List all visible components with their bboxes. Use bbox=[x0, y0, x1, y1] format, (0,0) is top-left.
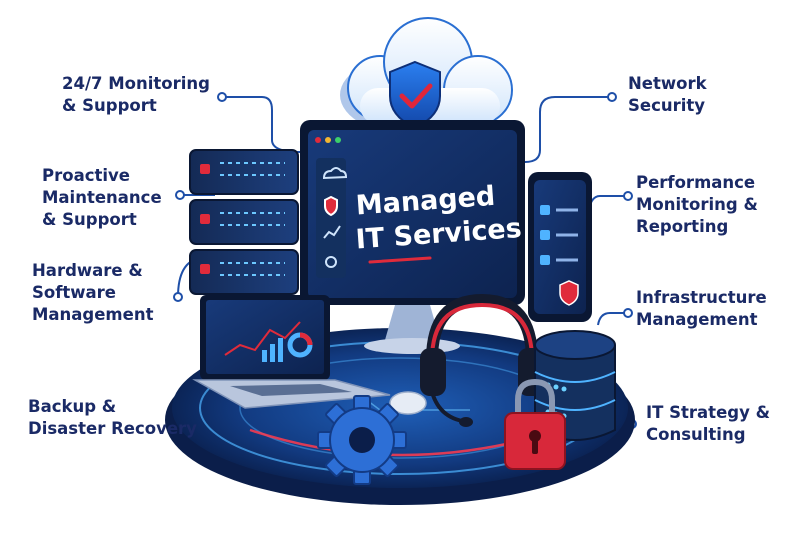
connector-network bbox=[524, 96, 612, 163]
laptop bbox=[192, 295, 391, 409]
label-performance-monitoring: Performance Monitoring & Reporting bbox=[636, 173, 758, 236]
label-backup-disaster-recovery: Backup & Disaster Recovery bbox=[28, 397, 197, 438]
connector-monitoring bbox=[222, 96, 301, 153]
label-it-strategy-consulting: IT Strategy & Consulting bbox=[646, 403, 770, 444]
server-stack-left bbox=[189, 149, 299, 295]
connector-performance bbox=[587, 195, 628, 216]
monitor-sidebar-icons bbox=[322, 167, 348, 268]
label-infrastructure-management: Infrastructure Management bbox=[636, 288, 767, 329]
connector-infrastructure bbox=[597, 312, 628, 326]
mouse bbox=[389, 391, 427, 415]
label-network-security: Network Security bbox=[628, 74, 707, 115]
label-hardware-software-management: Hardware & Software Management bbox=[32, 261, 154, 324]
label-proactive-maintenance: Proactive Maintenance & Support bbox=[42, 166, 162, 229]
smartphone bbox=[528, 172, 592, 322]
main-monitor: Managed IT Services bbox=[300, 120, 525, 354]
gear-icon bbox=[317, 395, 407, 485]
padlock-icon bbox=[504, 378, 566, 470]
label-monitoring-support: 24/7 Monitoring & Support bbox=[62, 74, 210, 115]
